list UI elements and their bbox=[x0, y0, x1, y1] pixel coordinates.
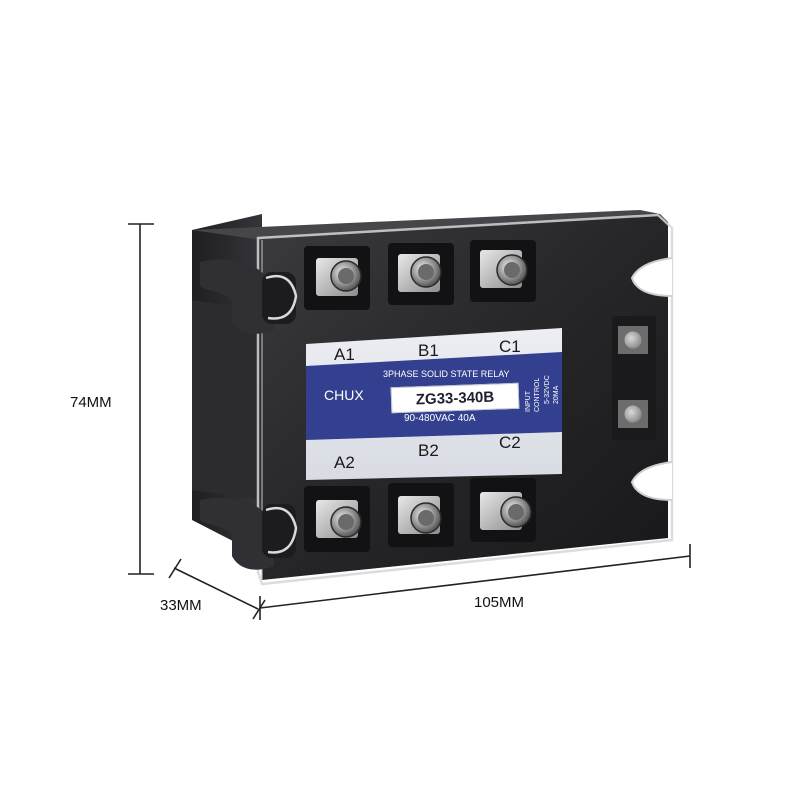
control-spec-line-2: CONTROL bbox=[534, 377, 541, 412]
control-spec-line-4: 20MA bbox=[553, 385, 560, 404]
terminal-label-c2: C2 bbox=[499, 433, 521, 452]
mounting-ear-left bbox=[200, 259, 298, 570]
screw-terminal-b1 bbox=[398, 254, 442, 292]
terminal-label-c1: C1 bbox=[499, 337, 521, 356]
height-dimension-line bbox=[128, 223, 154, 575]
terminal-label-a2: A2 bbox=[334, 453, 355, 472]
model-number: ZG33-340B bbox=[390, 382, 520, 414]
width-dimension-line bbox=[259, 544, 691, 620]
screw-terminal-b2 bbox=[398, 496, 442, 534]
relay-type-title: 3PHASE SOLID STATE RELAY bbox=[383, 369, 510, 379]
terminal-label-a1: A1 bbox=[334, 345, 355, 364]
control-spec-line-3: 5-32VDC bbox=[544, 375, 551, 404]
screw-terminal-a2 bbox=[316, 500, 362, 538]
screw-terminal-c2 bbox=[480, 492, 532, 530]
depth-dimension-line bbox=[168, 558, 266, 620]
voltage-current-rating: 90-480VAC 40A bbox=[404, 413, 476, 424]
control-terminals bbox=[612, 316, 656, 440]
control-spec-line-1: INPUT bbox=[525, 391, 532, 412]
terminal-label-b1: B1 bbox=[418, 341, 439, 360]
width-dimension-label: 105MM bbox=[474, 594, 525, 611]
height-dimension-label: 74MM bbox=[70, 394, 112, 411]
screw-terminal-c1 bbox=[480, 250, 528, 288]
mounting-notch-right bbox=[630, 257, 673, 501]
brand-name: CHUX bbox=[324, 387, 364, 403]
terminal-label-b2: B2 bbox=[418, 441, 439, 460]
screw-terminal-a1 bbox=[316, 258, 362, 296]
depth-dimension-label: 33MM bbox=[160, 597, 202, 614]
